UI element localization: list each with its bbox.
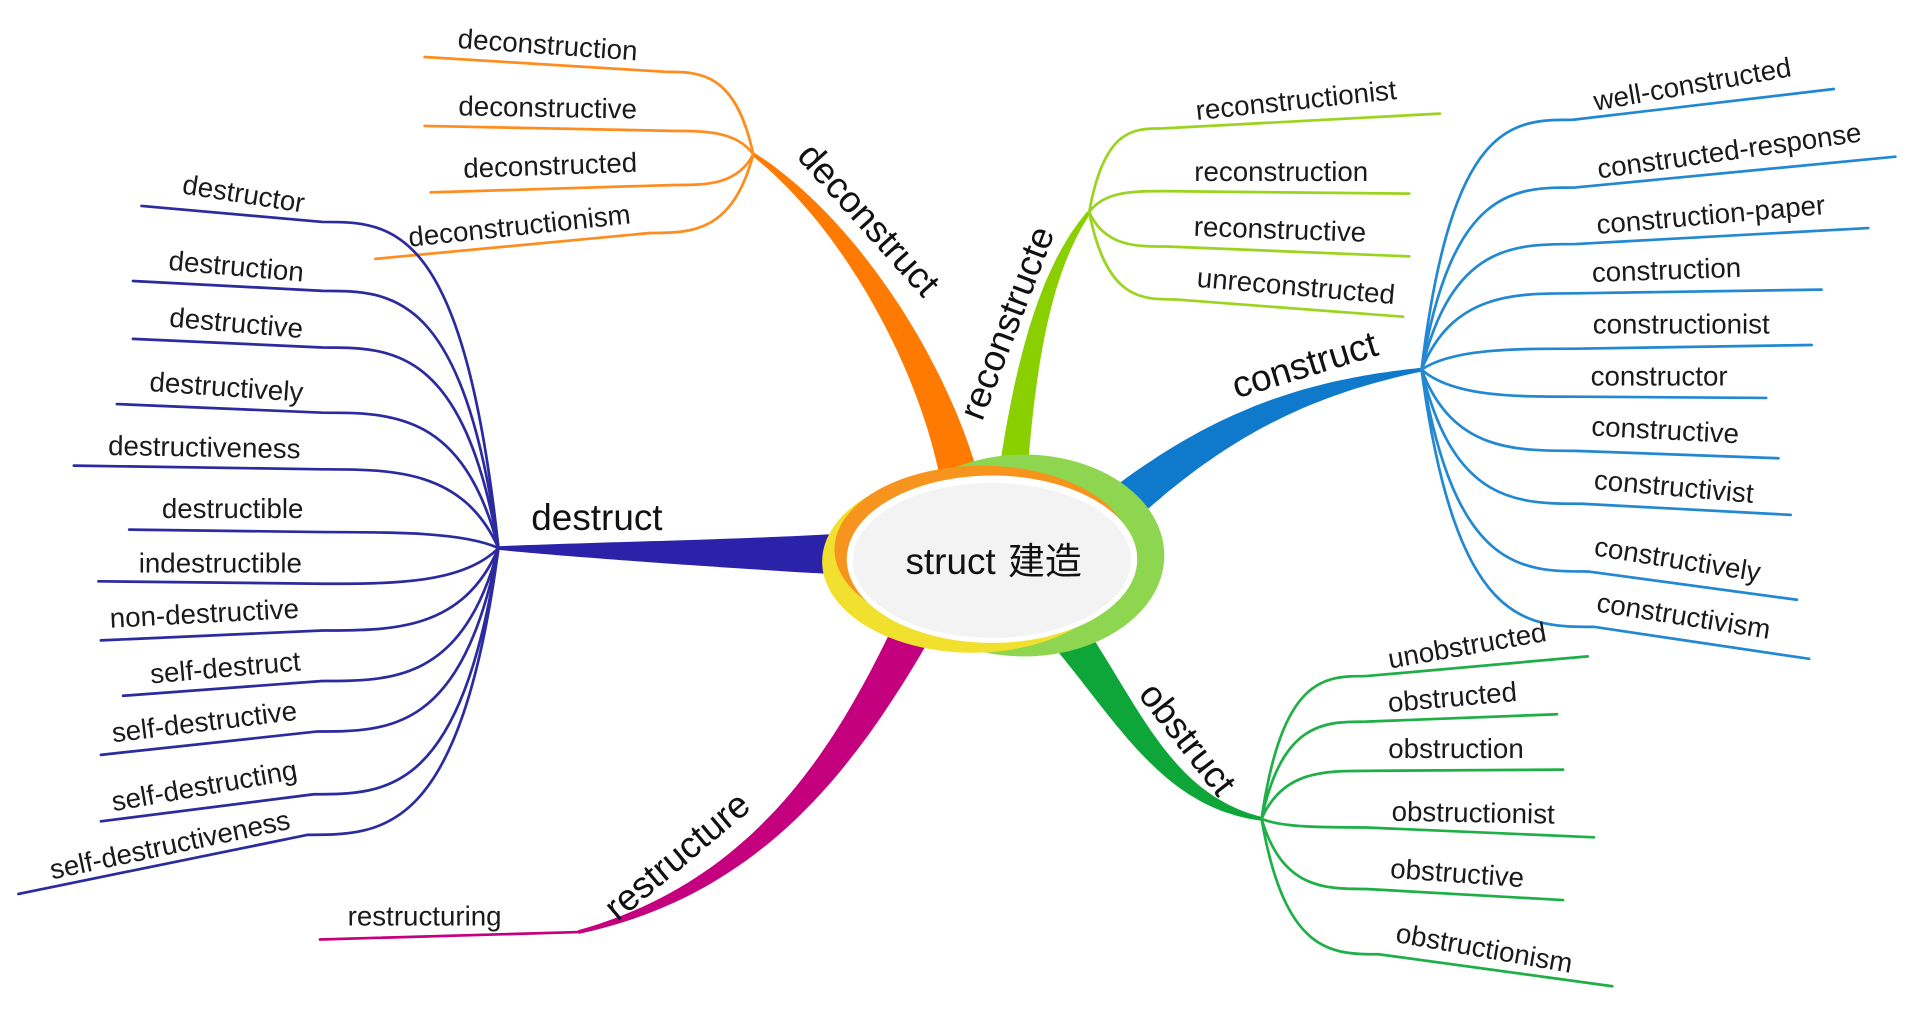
leaf-connector	[1420, 368, 1799, 602]
leaf-connector	[318, 930, 580, 941]
leaf-label: unobstructed	[1386, 616, 1549, 674]
branch-destruct: destructordestructiondestructivedestruct…	[17, 169, 850, 896]
branch-construct: well-constructedconstructed-responsecons…	[1087, 51, 1897, 661]
leaf-constructor: constructor	[1420, 360, 1768, 400]
leaf-connector	[1260, 817, 1614, 988]
leaf-connector	[1420, 155, 1897, 371]
leaf-deconstructed: deconstructed	[429, 147, 755, 194]
leaf-label: destructive	[168, 302, 304, 345]
leaf-label: restructuring	[348, 901, 502, 932]
leaf-label: destructiveness	[108, 430, 301, 464]
branch-deconstruct-ribbon	[752, 152, 982, 497]
leaf-reconstructive: reconstructive	[1087, 210, 1411, 258]
leaf-connector	[1420, 368, 1780, 460]
leaf-connector	[1087, 112, 1442, 214]
leaf-deconstructive: deconstructive	[423, 90, 755, 156]
leaf-label: constructionist	[1593, 309, 1770, 340]
leaf-label: obstruction	[1388, 733, 1523, 764]
branch-reconstructe: reconstructionistreconstructionreconstru…	[951, 74, 1442, 489]
leaf-connector	[1420, 226, 1870, 371]
leaf-label: construction	[1591, 252, 1741, 288]
leaf-obstructionism: obstructionism	[1260, 817, 1614, 988]
leaf-connector	[1087, 189, 1411, 214]
center-node-word: struct	[905, 541, 995, 582]
leaf-connector	[99, 546, 500, 642]
leaf-connector	[423, 55, 755, 156]
leaf-connector	[1260, 768, 1565, 821]
center-node: struct 建造	[822, 454, 1165, 657]
leaf-connector	[17, 546, 500, 896]
leaf-destructiveness: destructiveness	[72, 430, 500, 550]
branch-destruct-ribbon	[498, 533, 850, 576]
leaf-connector	[1420, 87, 1836, 371]
leaf-connector	[140, 204, 500, 550]
leaf-connector	[115, 402, 500, 550]
leaf-label: indestructible	[139, 547, 302, 578]
leaf-reconstruction: reconstruction	[1087, 156, 1411, 214]
leaf-connector	[423, 124, 755, 156]
leaf-connector	[99, 546, 500, 757]
leaf-connector	[1087, 210, 1405, 319]
leaf-obstruction: obstruction	[1260, 733, 1565, 821]
leaf-restructuring: restructuring	[318, 901, 580, 941]
leaf-connector	[72, 464, 500, 550]
branch-label: destruct	[531, 497, 662, 538]
leaf-label: deconstructive	[458, 90, 637, 124]
leaf-unobstructed: unobstructed	[1260, 616, 1590, 821]
leaf-connector	[127, 528, 500, 550]
branch-restructure-ribbon	[577, 612, 935, 934]
leaf-self-destructive: self-destructive	[99, 546, 500, 757]
leaf-label: deconstructed	[463, 147, 638, 184]
branch-reconstructe-ribbon	[997, 210, 1091, 489]
leaf-label: constructivism	[1595, 587, 1773, 645]
leaf-connector	[429, 152, 755, 194]
leaf-label: self-destructive	[110, 695, 299, 748]
leaf-label: obstructive	[1389, 853, 1525, 893]
leaf-connector	[1260, 655, 1590, 821]
leaf-label: constructive	[1591, 411, 1740, 450]
leaf-connector	[1420, 343, 1814, 371]
leaf-label: obstructionist	[1391, 796, 1555, 830]
center-node-meaning: 建造	[1008, 540, 1082, 583]
leaf-destructible: destructible	[127, 493, 500, 550]
leaf-connector	[1260, 817, 1565, 902]
leaf-label: reconstructive	[1193, 211, 1366, 248]
leaf-obstructionist: obstructionist	[1260, 796, 1596, 839]
leaf-connector	[1260, 817, 1596, 839]
leaf-connector	[121, 546, 500, 698]
leaf-label: constructively	[1592, 531, 1763, 588]
leaf-connector	[1420, 368, 1811, 661]
leaf-label: destructible	[162, 493, 304, 524]
leaf-label: constructivist	[1593, 464, 1755, 509]
leaf-label: destruction	[167, 245, 305, 288]
leaf-label: constructor	[1591, 360, 1728, 391]
center-node-fill	[852, 482, 1132, 638]
leaf-connector	[1420, 368, 1793, 517]
branch-obstruct-ribbon	[1042, 609, 1262, 821]
leaf-label: non-destructive	[109, 593, 300, 634]
leaf-indestructible: indestructible	[97, 546, 500, 586]
leaf-connector	[1260, 712, 1559, 821]
leaf-label: destructively	[149, 366, 305, 408]
leaf-connector	[99, 546, 500, 823]
leaf-connector	[1420, 288, 1823, 371]
leaf-connector	[131, 337, 500, 550]
leaf-connector	[131, 279, 500, 550]
leaf-construction: construction	[1420, 252, 1823, 371]
leaf-connector	[1087, 210, 1411, 258]
leaf-connector	[374, 152, 755, 261]
leaf-connector	[97, 546, 500, 586]
leaf-deconstruction: deconstruction	[423, 23, 755, 156]
leaf-connector	[1420, 368, 1768, 400]
leaf-obstructive: obstructive	[1260, 817, 1565, 902]
leaf-constructive: constructive	[1420, 368, 1780, 460]
leaf-label: constructed-response	[1595, 117, 1863, 185]
leaf-label: obstructed	[1387, 676, 1519, 718]
leaf-constructionist: constructionist	[1420, 309, 1814, 371]
leaf-label: reconstruction	[1194, 156, 1368, 187]
